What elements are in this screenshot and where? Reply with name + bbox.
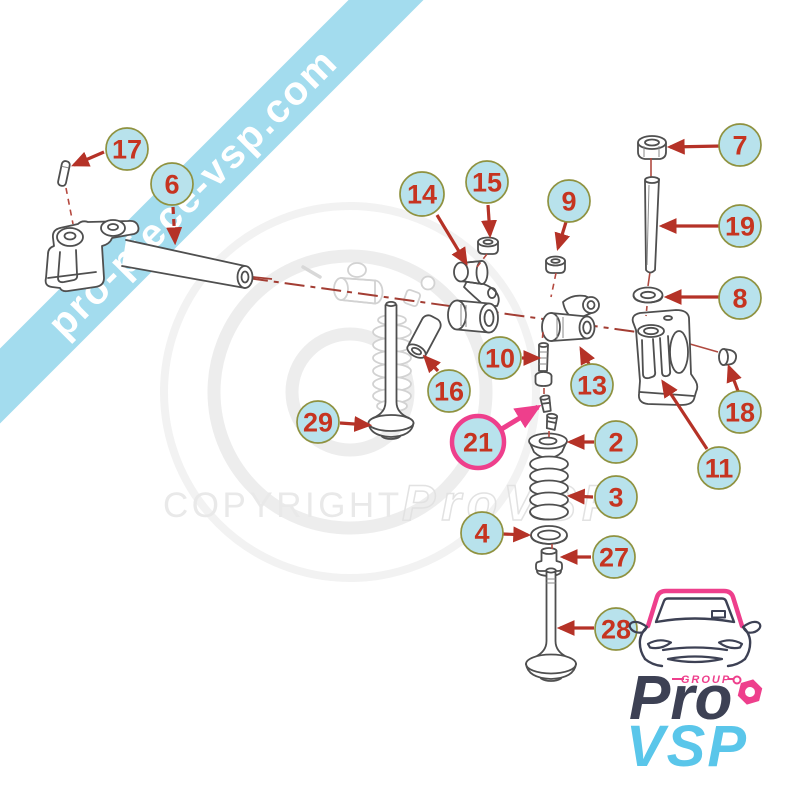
callout-arrow-29 xyxy=(339,416,373,432)
logo-text-pro: Pro xyxy=(629,664,732,733)
callout-bubble-27 xyxy=(592,535,636,579)
callout-bubble-15 xyxy=(465,160,509,204)
callout-number-28: 28 xyxy=(601,615,631,645)
parts-linework xyxy=(44,135,738,682)
part-nut-15 xyxy=(477,236,499,255)
callout-number-21: 21 xyxy=(463,428,493,458)
part-valve-28 xyxy=(525,567,577,682)
logo-dot xyxy=(732,675,742,685)
callouts-layer: 17 6 14 15 9 7 19 8 16 10 13 29 21 2 3 4 27 11 18 28 xyxy=(71,123,762,651)
brand-watermark: ProVSP xyxy=(402,475,621,531)
callout-bubble-18 xyxy=(718,390,762,434)
callout-bubble-29 xyxy=(296,400,340,444)
callout-number-27: 27 xyxy=(599,543,629,573)
callout-arrow-18 xyxy=(726,364,742,392)
callout-number-14: 14 xyxy=(407,180,437,210)
callout-bubble-4 xyxy=(460,511,504,555)
callout-number-6: 6 xyxy=(164,170,179,200)
part-valve-spring xyxy=(529,455,569,521)
logo-text-vsp: VSP xyxy=(626,714,748,779)
callout-bubble-9 xyxy=(547,179,591,223)
callout-number-19: 19 xyxy=(725,212,755,242)
callout-bubble-16 xyxy=(427,369,471,413)
callout-number-4: 4 xyxy=(474,519,489,549)
provsp-logo: GROUP Pro VSP xyxy=(626,588,763,779)
watermark-text: COPYRIGHT ProVSP xyxy=(163,474,621,532)
callout-bubble-21 xyxy=(449,413,507,471)
callout-bubble-2 xyxy=(594,420,638,464)
callout-number-13: 13 xyxy=(577,371,607,401)
part-rocker-arm-14 xyxy=(447,260,500,334)
callout-arrow-9 xyxy=(554,221,570,252)
callout-arrow-6 xyxy=(166,206,183,246)
part-cam-follower xyxy=(406,314,442,359)
part-pivot-stud xyxy=(644,158,660,287)
callout-arrow-7 xyxy=(666,138,723,155)
callout-bubble-19 xyxy=(718,204,762,248)
part-valve-keepers xyxy=(539,394,559,431)
hex-nut-icon xyxy=(737,679,763,705)
callout-number-16: 16 xyxy=(434,377,464,407)
part-locating-pin xyxy=(57,160,71,187)
callout-number-17: 17 xyxy=(112,135,142,165)
part-rocker-shaft xyxy=(121,239,254,289)
callout-bubble-6 xyxy=(150,162,194,206)
callout-bubble-14 xyxy=(399,171,445,217)
callout-number-10: 10 xyxy=(485,344,515,374)
callout-arrow-13 xyxy=(579,346,595,366)
part-spring-retainer xyxy=(528,432,568,459)
part-shaft-bracket xyxy=(44,219,140,293)
callout-bubble-7 xyxy=(718,123,762,167)
callout-arrow-16 xyxy=(422,354,441,374)
site-banner-ribbon xyxy=(0,0,424,424)
callout-arrow-3 xyxy=(566,488,594,505)
callout-number-3: 3 xyxy=(608,483,623,513)
site-banner-text: pro-piece-vsp.com xyxy=(40,40,347,347)
callout-bubble-11 xyxy=(697,446,741,490)
callout-number-15: 15 xyxy=(472,168,502,198)
callout-number-18: 18 xyxy=(725,398,755,428)
part-valve-29 xyxy=(367,300,415,440)
callout-arrow-17 xyxy=(71,150,105,167)
callout-bubble-13 xyxy=(570,363,614,407)
part-shaft-pedestal xyxy=(631,305,699,406)
callout-bubble-28 xyxy=(594,607,638,651)
callout-arrow-14 xyxy=(435,214,468,266)
callout-number-9: 9 xyxy=(561,187,576,217)
callout-bubble-3 xyxy=(594,475,638,519)
callout-number-29: 29 xyxy=(303,408,333,438)
group-label: GROUP xyxy=(681,674,731,686)
callout-number-2: 2 xyxy=(608,428,623,458)
car-outline xyxy=(628,588,762,668)
assembly-centerline xyxy=(247,276,719,353)
callout-bubble-17 xyxy=(105,127,149,171)
callout-number-7: 7 xyxy=(732,131,747,161)
dashed-connectors xyxy=(65,187,557,549)
callout-bubble-10 xyxy=(478,336,522,380)
callout-arrow-11 xyxy=(661,379,709,450)
callout-number-11: 11 xyxy=(705,454,734,484)
part-end-plug xyxy=(718,348,738,366)
callout-bubble-8 xyxy=(718,276,762,320)
part-shaft-nut xyxy=(637,135,667,160)
part-washer-8 xyxy=(632,286,664,304)
callout-arrow-4 xyxy=(502,526,532,543)
copyright-watermark: COPYRIGHT xyxy=(163,486,403,525)
part-spring-seat xyxy=(530,525,568,545)
part-rocker-arm-13 xyxy=(541,294,600,342)
callout-number-8: 8 xyxy=(732,284,747,314)
part-nut-9 xyxy=(545,255,566,274)
callout-arrow-15 xyxy=(481,204,498,239)
